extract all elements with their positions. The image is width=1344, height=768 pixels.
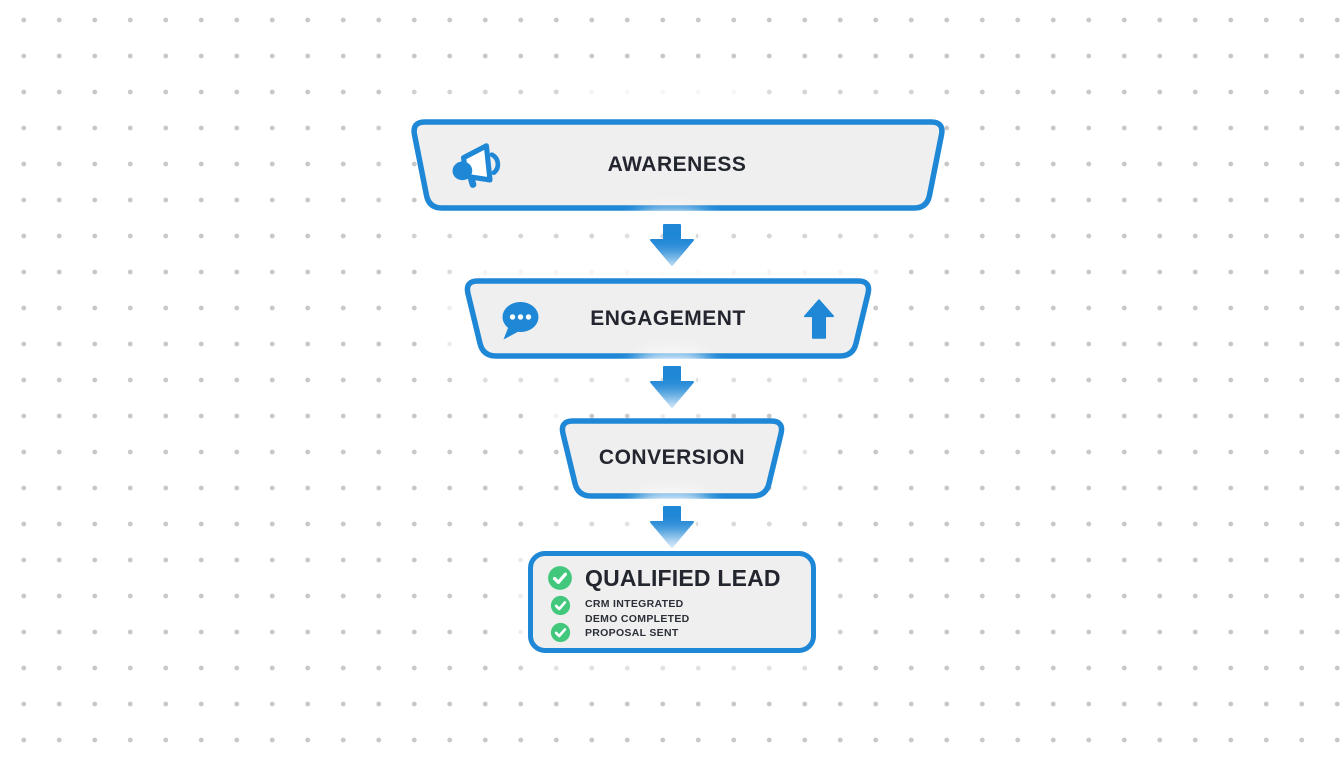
white-glow bbox=[575, 82, 760, 122]
funnel-stage-qualified-lead[interactable]: QUALIFIED LEAD CRM INTEGRATED DEMO COMPL… bbox=[528, 551, 816, 653]
trapezoid-shape bbox=[559, 418, 785, 499]
checklist-item: CRM INTEGRATED bbox=[585, 598, 684, 610]
funnel-stage-awareness[interactable]: AWARENESS bbox=[404, 114, 950, 215]
check-circle-icon bbox=[550, 622, 571, 643]
card-title: QUALIFIED LEAD bbox=[585, 565, 781, 591]
checklist-item: PROPOSAL SENT bbox=[585, 627, 679, 639]
down-arrow-icon[interactable] bbox=[646, 506, 698, 548]
up-arrow-icon bbox=[804, 299, 834, 339]
stage-label-conversion: CONVERSION bbox=[598, 446, 746, 469]
stage-label-awareness: AWARENESS bbox=[607, 152, 747, 176]
down-arrow-icon[interactable] bbox=[646, 366, 698, 408]
trapezoid-shape bbox=[411, 119, 945, 211]
check-circle-icon bbox=[550, 595, 571, 616]
chat-bubble-icon bbox=[497, 297, 543, 343]
check-circle-icon bbox=[547, 565, 573, 591]
megaphone-icon bbox=[444, 137, 503, 196]
funnel-stage-engagement[interactable]: ENGAGEMENT bbox=[458, 274, 878, 363]
checklist-item: DEMO COMPLETED bbox=[585, 612, 690, 625]
down-arrow-icon[interactable] bbox=[646, 224, 698, 266]
stage-label-engagement: ENGAGEMENT bbox=[590, 306, 746, 330]
funnel-stage-conversion[interactable]: CONVERSION bbox=[552, 413, 792, 503]
trapezoid-shape bbox=[464, 278, 872, 359]
